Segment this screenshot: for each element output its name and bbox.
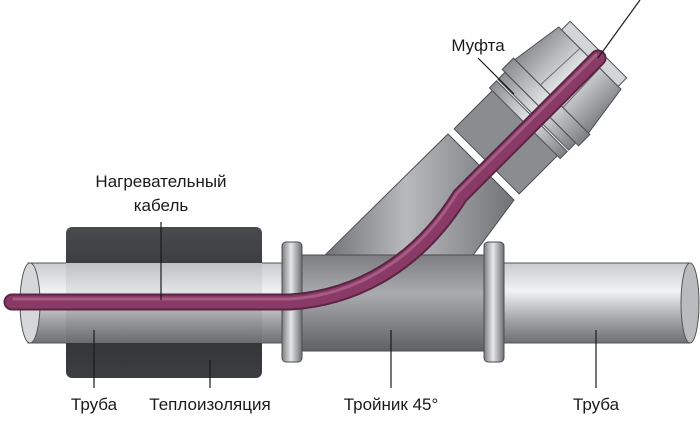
label-tee: Тройник 45° [344, 395, 439, 414]
label-insulation: Теплоизоляция [149, 395, 270, 414]
label-coupling: Муфта [451, 36, 505, 55]
heating-cable-highlight [5, 51, 605, 309]
leader-coupling [477, 57, 515, 95]
pipe-right [499, 262, 700, 344]
flange-right [483, 241, 505, 363]
label-pipe-right: Труба [573, 395, 620, 414]
label-pipe-left: Труба [71, 395, 118, 414]
label-heating-cable-2: кабель [134, 196, 189, 215]
label-heating-cable-1: Нагревательный [95, 172, 226, 191]
leader-cable-top [597, 0, 641, 59]
heating-cable-gloss [12, 53, 598, 301]
